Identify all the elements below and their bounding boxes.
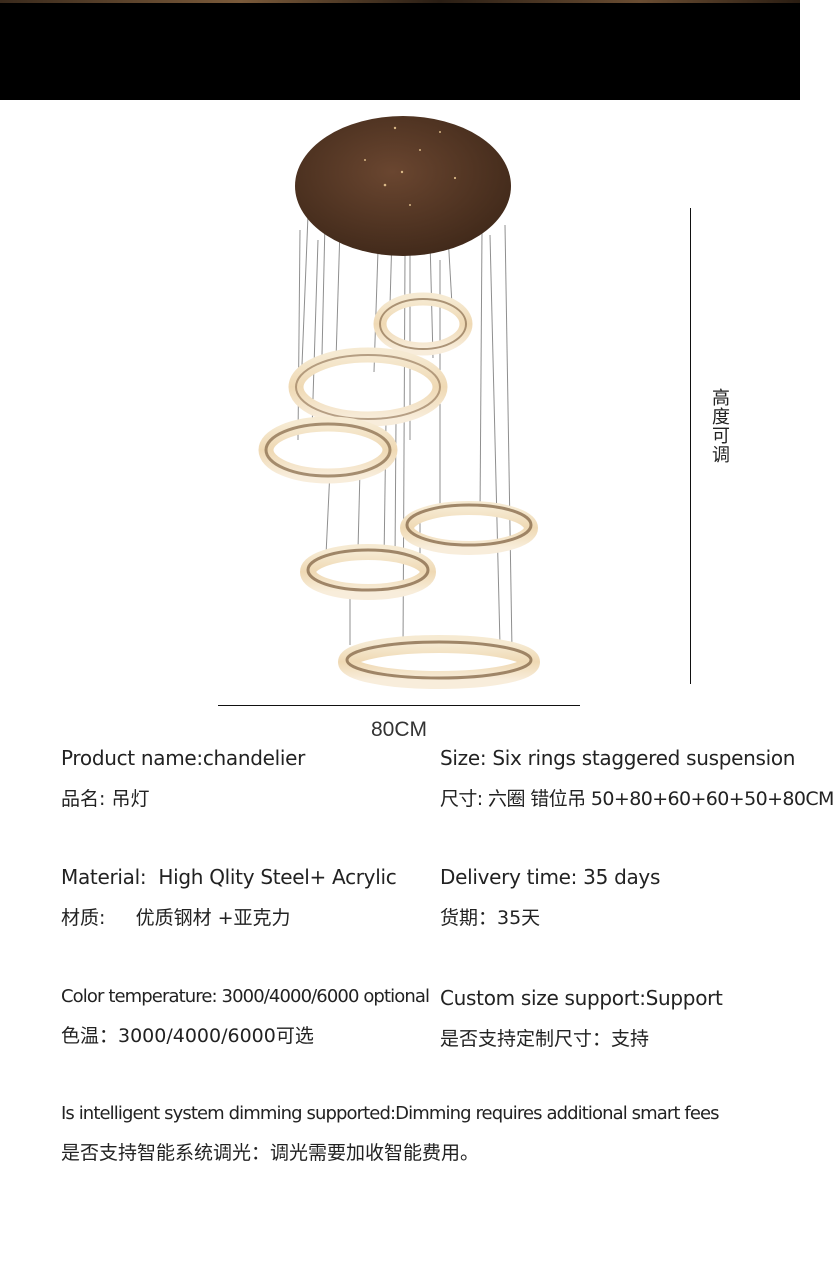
width-dimension-line	[218, 705, 580, 706]
spec-size: Size: Six rings staggered suspension 尺寸:…	[440, 746, 834, 811]
spec-size-zh: 尺寸: 六圈 错位吊 50+80+60+60+50+80CM	[440, 788, 834, 810]
spec-product-name: Product name:chandelier 品名: 吊灯	[61, 746, 305, 811]
spec-color-temperature-en: Color temperature: 3000/4000/6000 option…	[61, 986, 430, 1007]
chandelier-illustration	[258, 116, 540, 689]
spec-material-en: Material: High Qlity Steel+ Acrylic	[61, 865, 397, 889]
spec-custom-size-en: Custom size support:Support	[440, 986, 723, 1010]
spec-product-name-en: Product name:chandelier	[61, 746, 306, 770]
top-photo-band	[0, 0, 800, 100]
spec-delivery-zh: 货期：35天	[440, 907, 541, 929]
spec-delivery: Delivery time: 35 days 货期：35天	[440, 865, 660, 930]
spec-custom-size: Custom size support:Support 是否支持定制尺寸：支持	[440, 986, 723, 1051]
spec-color-temperature-zh: 色温：3000/4000/6000可选	[61, 1025, 314, 1047]
ring-4	[400, 501, 538, 555]
spec-size-en: Size: Six rings staggered suspension	[440, 746, 796, 770]
spec-dimming-en: Is intelligent system dimming supported:…	[61, 1103, 720, 1124]
spec-material-zh: 材质: 优质钢材 +亚克力	[61, 907, 291, 929]
spec-dimming: Is intelligent system dimming supported:…	[61, 1103, 720, 1165]
canopy-sparkles	[364, 126, 457, 206]
ring-2	[288, 347, 448, 427]
spec-product-name-zh: 品名: 吊灯	[61, 788, 150, 810]
height-adjustable-label: 高度可调	[709, 388, 730, 464]
spec-color-temperature: Color temperature: 3000/4000/6000 option…	[61, 986, 430, 1048]
ring-3	[258, 416, 398, 484]
spec-custom-size-zh: 是否支持定制尺寸：支持	[440, 1028, 650, 1050]
ring-1	[373, 292, 473, 356]
ring-6	[338, 635, 540, 689]
photo-edge	[0, 0, 800, 3]
width-label: 80CM	[370, 718, 428, 741]
ring-5	[300, 544, 436, 600]
spec-material: Material: High Qlity Steel+ Acrylic 材质: …	[61, 865, 397, 930]
spec-dimming-zh: 是否支持智能系统调光：调光需要加收智能费用。	[61, 1142, 480, 1164]
ceiling-canopy	[295, 116, 511, 256]
spec-delivery-en: Delivery time: 35 days	[440, 865, 661, 889]
height-dimension-line	[690, 208, 691, 684]
